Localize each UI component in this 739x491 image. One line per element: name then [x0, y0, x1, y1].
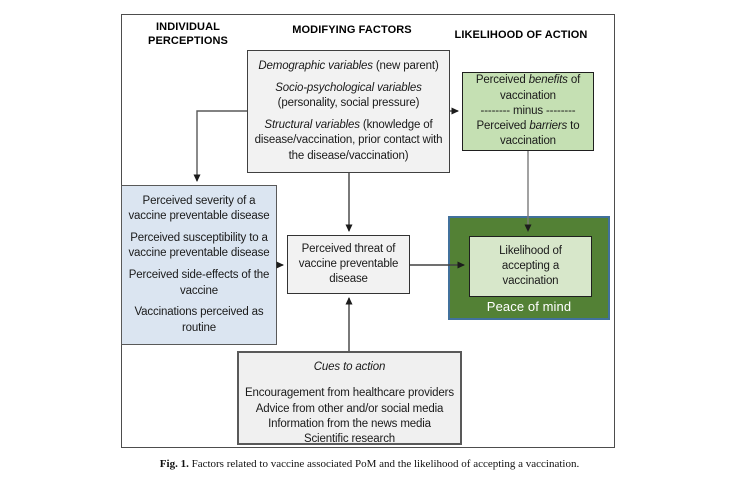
benefits-minus-barriers-box: Perceived benefits of vaccination ------…	[462, 72, 594, 151]
list-item: Information from the news media	[268, 417, 431, 430]
peace-of-mind-label: Peace of mind	[486, 298, 572, 314]
likelihood-of-accepting-box: Likelihood of accepting a vaccination	[469, 236, 592, 297]
modifying-paragraph-demographic: Demographic variables (new parent)	[258, 60, 439, 72]
modifying-paragraph-socio-psychological: Socio-psychological variables (personali…	[275, 81, 422, 110]
figure-caption-label: Fig. 1.	[159, 458, 189, 470]
column-header-modifying-factors: MODIFYING FACTORS	[292, 24, 412, 36]
list-item: Vaccinations perceived as routine	[134, 306, 264, 334]
list-item: Perceived susceptibility to a vaccine pr…	[128, 232, 270, 260]
figure-caption-text: Factors related to vaccine associated Po…	[188, 458, 580, 470]
list-item: Encouragement from healthcare providers	[245, 387, 454, 400]
list-item: Advice from other and/or social media	[255, 402, 444, 415]
cues-to-action-box: Cues to action Encouragement from health…	[237, 351, 462, 445]
barriers-line: Perceived barriers to vaccination	[476, 120, 580, 148]
list-item: Perceived side-effects of the vaccine	[128, 269, 270, 297]
minus-divider: -------- minus --------	[480, 104, 576, 117]
column-header-likelihood-of-action: LIKELIHOOD OF ACTION	[454, 29, 588, 41]
modifying-paragraph-structural: Structural variables (knowledge of disea…	[254, 119, 443, 162]
list-item: Scientific research	[303, 433, 396, 446]
peace-of-mind-box: Likelihood of accepting a vaccination Pe…	[448, 216, 610, 320]
individual-perceptions-box: Perceived severity of a vaccine preventa…	[121, 185, 277, 345]
cues-title: Cues to action	[313, 361, 386, 373]
perceived-threat-box: Perceived threat of vaccine preventable …	[287, 235, 410, 294]
modifying-factors-box: Demographic variables (new parent) Socio…	[247, 50, 450, 173]
benefits-line: Perceived benefits of vaccination	[475, 74, 581, 102]
column-header-individual-perceptions: INDIVIDUAL PERCEPTIONS	[148, 21, 228, 47]
figure-caption: Fig. 1. Factors related to vaccine assoc…	[0, 458, 739, 470]
list-item: Perceived severity of a vaccine preventa…	[128, 195, 270, 223]
